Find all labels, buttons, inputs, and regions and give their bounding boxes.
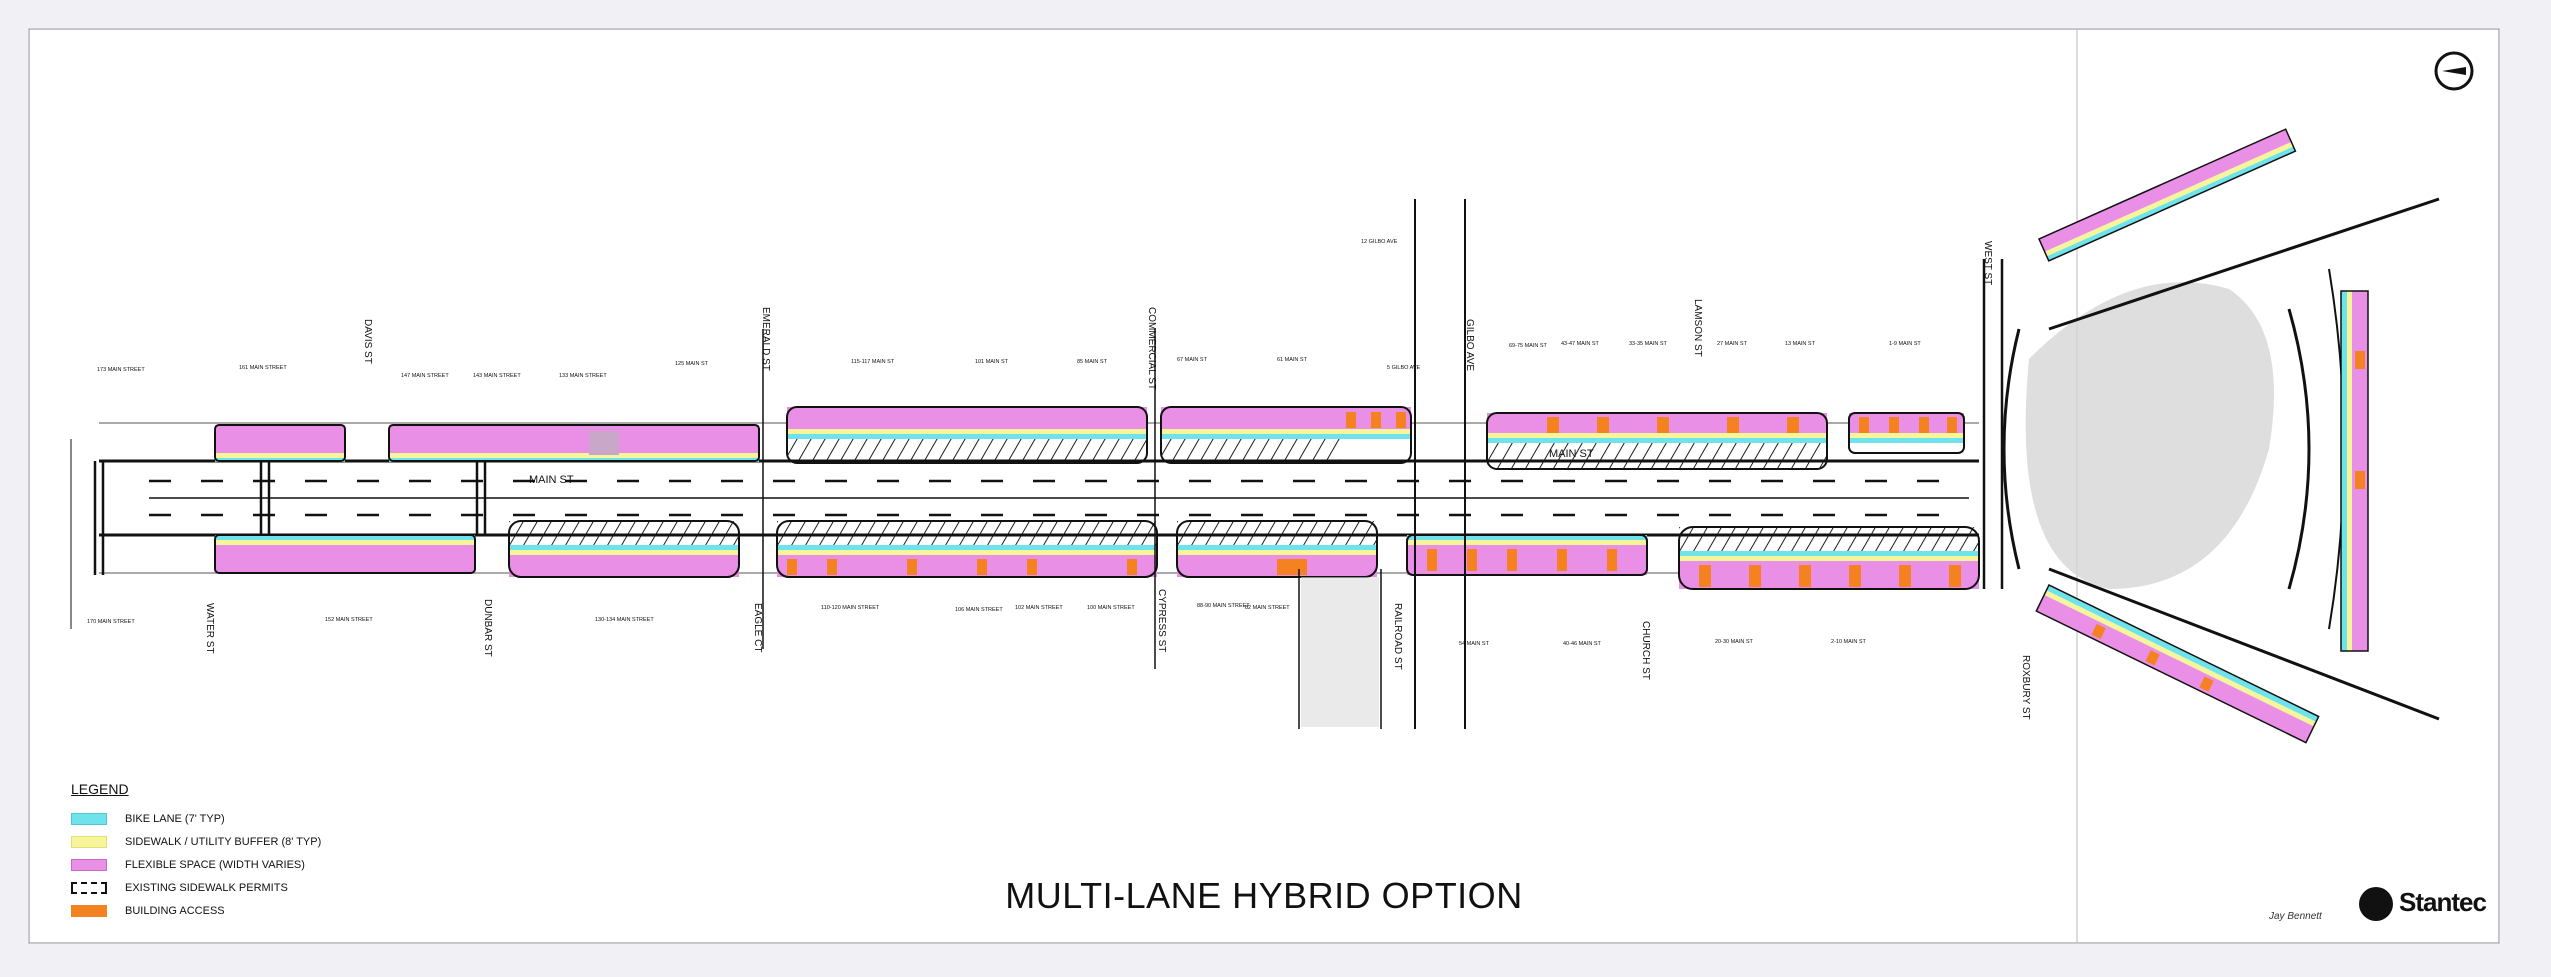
legend: LEGEND BIKE LANE (7' TYP) SIDEWALK / UTI… — [71, 781, 411, 922]
main-st-label: MAIN ST — [529, 474, 574, 486]
stantec-logo: Stantec — [2359, 887, 2487, 922]
central-square — [2002, 128, 2440, 744]
street-label: DAVIS ST — [362, 319, 373, 364]
main-st-label: MAIN ST — [1549, 448, 1594, 460]
address-label: 161 MAIN STREET — [239, 365, 287, 371]
signature: Jay Bennett — [2269, 911, 2322, 922]
address-label: 40-46 MAIN ST — [1563, 641, 1602, 647]
legend-label: BUILDING ACCESS — [125, 904, 225, 917]
address-label: 20-30 MAIN ST — [1715, 639, 1754, 645]
street-label: WATER ST — [204, 603, 215, 654]
street-label: WEST ST — [1982, 241, 1993, 285]
address-label: 110-120 MAIN STREET — [821, 605, 880, 611]
legend-label: FLEXIBLE SPACE (WIDTH VARIES) — [125, 858, 305, 871]
street-label: EAGLE CT — [752, 603, 763, 652]
legend-item-flexible-space: FLEXIBLE SPACE (WIDTH VARIES) — [71, 853, 411, 876]
address-label: 173 MAIN STREET — [97, 367, 145, 373]
address-label: 133 MAIN STREET — [559, 373, 607, 379]
address-label: 85 MAIN ST — [1077, 359, 1108, 365]
legend-item-building-access: BUILDING ACCESS — [71, 899, 411, 922]
logo-mark-icon — [2359, 887, 2393, 922]
legend-title: LEGEND — [71, 781, 129, 797]
bike-lane-swatch — [71, 812, 107, 825]
address-label: 102 MAIN STREET — [1015, 605, 1063, 611]
north-arrow-icon — [2434, 51, 2474, 91]
street-label: CHURCH ST — [1640, 621, 1651, 680]
address-label: 101 MAIN ST — [975, 359, 1009, 365]
street-label: GILBO AVE — [1464, 319, 1475, 371]
address-label: 100 MAIN STREET — [1087, 605, 1135, 611]
address-label: 130-134 MAIN STREET — [595, 617, 654, 623]
sheet-title: MULTI-LANE HYBRID OPTION — [1005, 875, 1523, 916]
address-label: 69-75 MAIN ST — [1509, 343, 1548, 349]
sidewalk-swatch — [71, 835, 107, 848]
south-blocks — [214, 520, 1980, 590]
street-label: CYPRESS ST — [1156, 589, 1167, 652]
lane-markings — [149, 479, 1969, 517]
legend-item-bike-lane: BIKE LANE (7' TYP) — [71, 807, 411, 830]
legend-label: BIKE LANE (7' TYP) — [125, 812, 225, 825]
street-label: ROXBURY ST — [2020, 655, 2031, 720]
address-label: 88-90 MAIN STREET — [1197, 603, 1250, 609]
street-label: COMMERCIAL ST — [1146, 307, 1157, 390]
address-label: 82 MAIN STREET — [1245, 605, 1290, 611]
address-label: 1-9 MAIN ST — [1889, 341, 1921, 347]
address-label: 143 MAIN STREET — [473, 373, 521, 379]
north-blocks — [214, 406, 1965, 470]
building-access-swatch — [71, 904, 107, 917]
drawing-sheet: MAIN ST MAIN ST DAVIS ST EMERALD ST COMM… — [28, 28, 2500, 944]
sidewalk-permits-swatch — [71, 881, 107, 894]
labels: MAIN ST MAIN ST DAVIS ST EMERALD ST COMM… — [87, 239, 2031, 720]
address-label: 2-10 MAIN ST — [1831, 639, 1866, 645]
address-label: 27 MAIN ST — [1717, 341, 1748, 347]
address-label: 13 MAIN ST — [1785, 341, 1816, 347]
address-label: 115-117 MAIN ST — [851, 359, 895, 365]
street-label: RAILROAD ST — [1392, 603, 1403, 670]
legend-item-sidewalk: SIDEWALK / UTILITY BUFFER (8' TYP) — [71, 830, 411, 853]
railroad-plaza — [1301, 577, 1379, 727]
legend-label: SIDEWALK / UTILITY BUFFER (8' TYP) — [125, 835, 322, 848]
address-label: 152 MAIN STREET — [325, 617, 373, 623]
street-plan: MAIN ST MAIN ST DAVIS ST EMERALD ST COMM… — [29, 29, 2499, 943]
address-label: 61 MAIN ST — [1277, 357, 1308, 363]
address-label: 5 GILBO AVE — [1387, 365, 1421, 371]
address-label: 170 MAIN STREET — [87, 619, 135, 625]
address-label: 147 MAIN STREET — [401, 373, 449, 379]
legend-item-sidewalk-permits: EXISTING SIDEWALK PERMITS — [71, 876, 411, 899]
address-label: 125 MAIN ST — [675, 361, 709, 367]
address-label: 12 GILBO AVE — [1361, 239, 1398, 245]
street-label: DUNBAR ST — [482, 599, 493, 657]
logo-text: Stantec — [2399, 887, 2487, 917]
street-label: LAMSON ST — [1692, 299, 1703, 357]
address-label: 106 MAIN STREET — [955, 607, 1003, 613]
street-label: EMERALD ST — [760, 307, 771, 371]
flexible-space-swatch — [71, 858, 107, 871]
legend-label: EXISTING SIDEWALK PERMITS — [125, 881, 288, 894]
address-label: 67 MAIN ST — [1177, 357, 1208, 363]
cross-streets — [70, 199, 2004, 729]
address-label: 54 MAIN ST — [1459, 641, 1490, 647]
address-label: 33-35 MAIN ST — [1629, 341, 1668, 347]
address-label: 43-47 MAIN ST — [1561, 341, 1600, 347]
